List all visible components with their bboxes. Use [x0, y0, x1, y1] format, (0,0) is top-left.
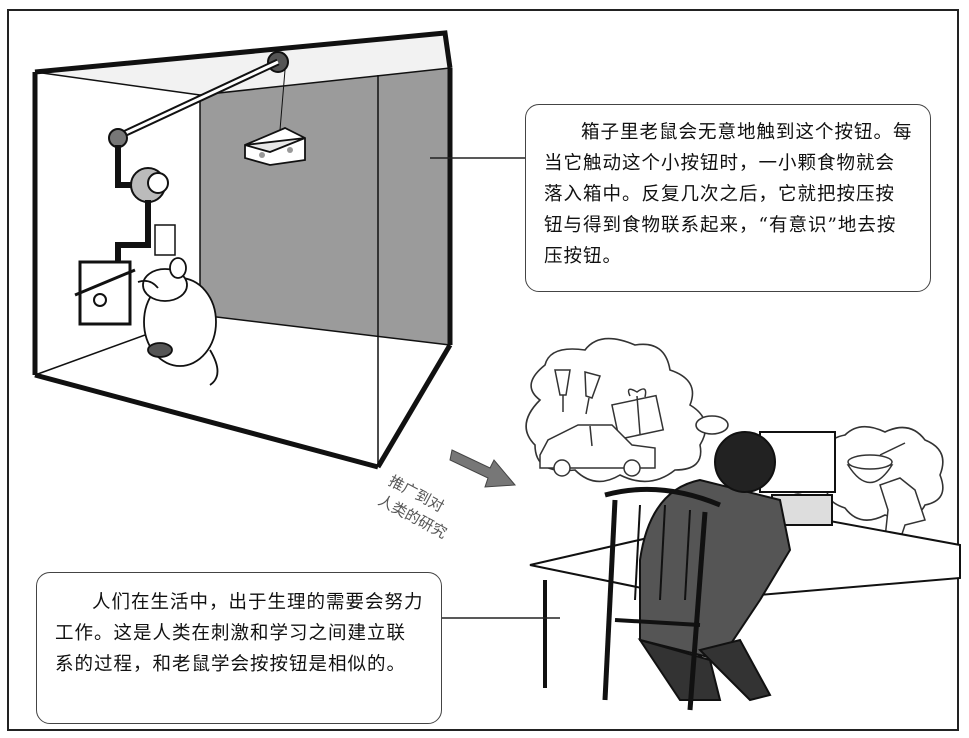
- car-icon: [539, 424, 656, 477]
- wine-glasses-icon: [554, 369, 601, 415]
- jacket-icon: [879, 477, 926, 541]
- mouse-box-callout: 箱子里老鼠会无意地触到这个按钮。每当它触动这个小按钮时，一小颗食物就会落入箱中。…: [525, 104, 931, 292]
- human-work-text: 人们在生活中，出于生理的需要会努力工作。这是人类在刺激和学习之间建立联系的过程，…: [55, 592, 424, 675]
- food-bowl-icon: [846, 442, 906, 484]
- person-at-desk-illustration: [529, 431, 961, 711]
- page-frame: [7, 9, 959, 731]
- cheese-icon: [244, 127, 306, 166]
- mouse-box-text: 箱子里老鼠会无意地触到这个按钮。每当它触动这个小按钮时，一小颗食物就会落入箱中。…: [544, 122, 913, 267]
- skinner-box-illustration: [32, 30, 453, 470]
- mouse-icon: [137, 257, 219, 386]
- arrow-icon: [449, 449, 517, 488]
- gift-icon: [611, 388, 665, 441]
- human-work-callout: 人们在生活中，出于生理的需要会努力工作。这是人类在刺激和学习之间建立联系的过程，…: [36, 572, 442, 724]
